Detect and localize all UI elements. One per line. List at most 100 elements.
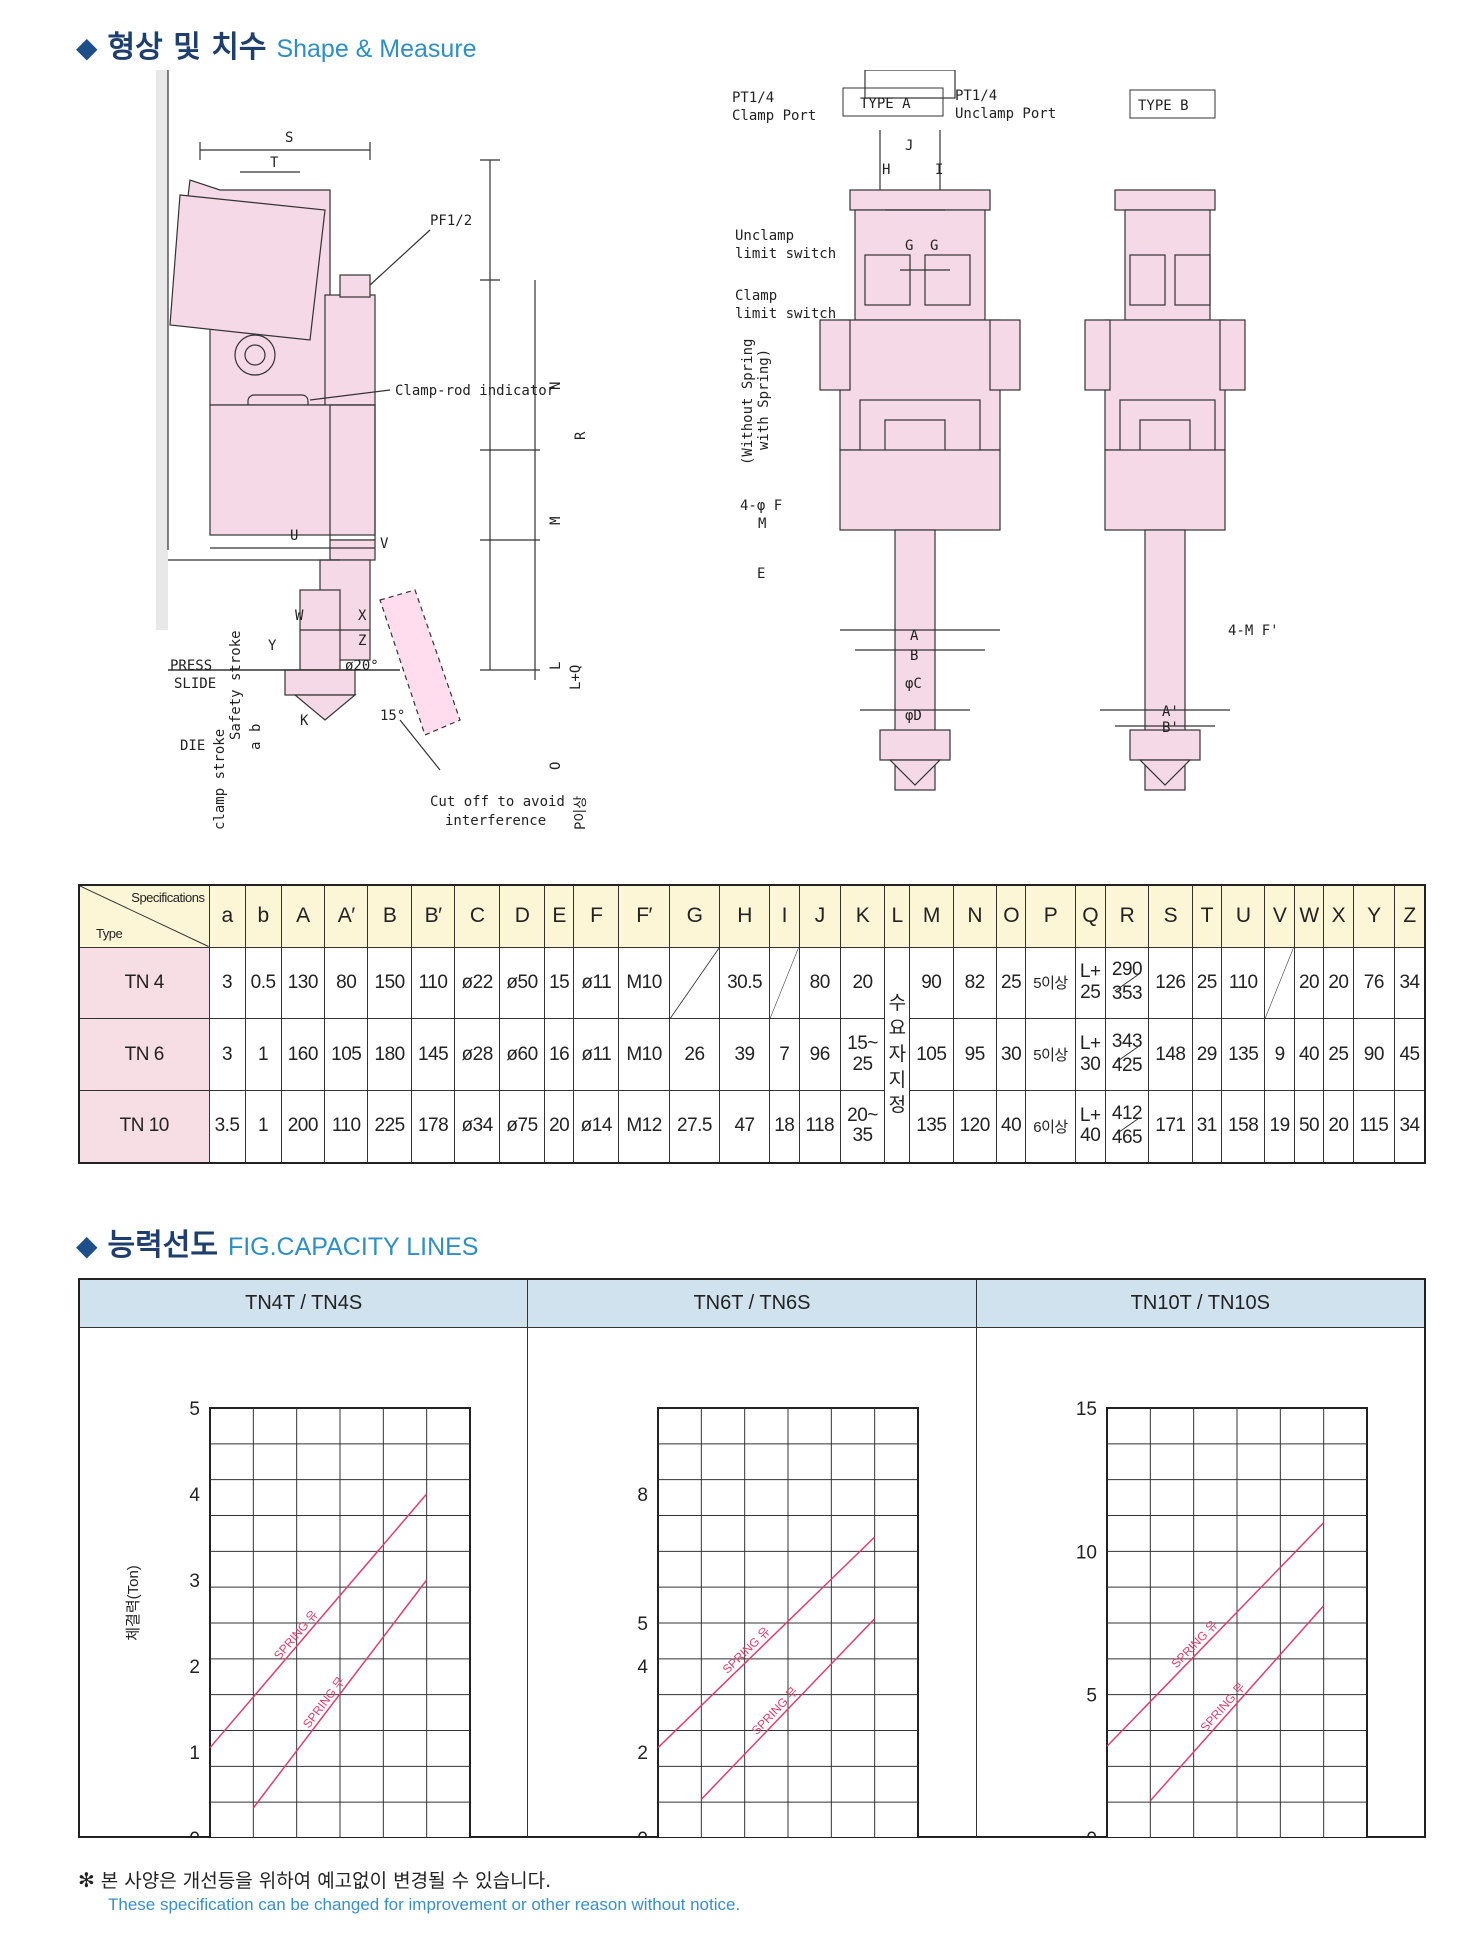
section-title-shape: ◆ 형상 및 치수 Shape & Measure (76, 22, 477, 66)
svg-text:B: B (910, 648, 918, 664)
col-header: U (1221, 884, 1266, 948)
row-type: TN 6 (78, 1018, 210, 1091)
cell: 82 (952, 946, 997, 1020)
capacity-header: TN4T / TN4S TN6T / TN6S TN10T / TN10S (80, 1280, 1424, 1328)
svg-text:R: R (573, 431, 589, 440)
cell: 9 (1264, 1018, 1295, 1091)
y-tick-label: 3 (189, 1571, 200, 1592)
section-title-en: FIG.CAPACITY LINES (227, 1233, 479, 1261)
y-tick-label: 8 (638, 1485, 649, 1506)
cell: ø28 (454, 1018, 501, 1091)
cell: 118 (798, 1089, 841, 1164)
table-row: TN 6 3 1 160 105 180 145 ø28 ø60 16 ø11 … (78, 1018, 1426, 1091)
cell: 25 (1191, 946, 1223, 1020)
y-tick-label: 10 (1076, 1542, 1097, 1563)
col-header: K (839, 884, 886, 948)
cell: 19 (1264, 1089, 1295, 1164)
side-view-labels: S T PF1/2 Clamp-rod indicator U V W X Y … (170, 130, 589, 830)
cell: 5이상 (1025, 1018, 1076, 1091)
chart-title: TN6T / TN6S (528, 1280, 977, 1327)
series-line (657, 1536, 876, 1749)
svg-text:clamp stroke: clamp stroke (212, 729, 228, 830)
col-header: C (454, 884, 501, 948)
series-line (1106, 1522, 1324, 1747)
col-header: R (1104, 884, 1150, 948)
cell: M10 (618, 1018, 670, 1091)
chart-tn6: 12345602458공급 에어 압력(kg/㎠)SPRING 유SPRING … (638, 1407, 920, 1838)
svg-text:PF1/2: PF1/2 (430, 213, 472, 229)
svg-text:PT1/4: PT1/4 (732, 90, 774, 106)
type-a-view (819, 70, 1021, 791)
svg-text:J: J (905, 138, 913, 154)
cell-empty (769, 946, 800, 1020)
svg-text:T: T (270, 155, 279, 171)
cell: 15 (543, 946, 575, 1020)
svg-text:Safety stroke: Safety stroke (228, 630, 244, 740)
y-axis-label: 체결력(Ton) (125, 1565, 142, 1641)
svg-text:I: I (935, 162, 943, 178)
cell: 80 (324, 946, 369, 1020)
y-tick-label: 5 (638, 1614, 649, 1635)
cell: 16 (543, 1018, 575, 1091)
cell: 34 (1394, 1089, 1426, 1164)
type-b-view (1084, 189, 1246, 791)
svg-text:E: E (757, 566, 765, 582)
cell: 20 (1323, 1089, 1354, 1164)
y-tick-label: 0 (638, 1829, 649, 1838)
svg-text:limit switch: limit switch (735, 246, 836, 262)
cell: 20 (839, 946, 886, 1020)
col-header: Z (1394, 884, 1426, 948)
col-header: N (952, 884, 997, 948)
diamond-icon: ◆ (76, 1229, 98, 1262)
cell: ø34 (454, 1089, 501, 1164)
svg-text:P이상: P이상 (573, 796, 589, 830)
cell: 40 (995, 1089, 1027, 1164)
cell: 7 (769, 1018, 800, 1091)
cell: 80 (798, 946, 841, 1020)
col-header: a (208, 884, 246, 948)
cell: 115 (1352, 1089, 1396, 1164)
chart-panel-tn6: 12345602458공급 에어 압력(kg/㎠)SPRING 유SPRING … (528, 1328, 977, 1838)
chart-title: TN10T / TN10S (1130, 1292, 1270, 1314)
chart-panel-tn4: 123456012345공급 에어 압력(kg/㎠)체결력(Ton)SPRING… (80, 1328, 529, 1838)
footnote: ✻본 사양은 개선등을 위하여 예고없이 변경될 수 있습니다. These s… (78, 1866, 740, 1915)
cell: 34 (1394, 946, 1426, 1020)
col-header: Y (1352, 884, 1396, 948)
svg-text:interference: interference (445, 813, 546, 829)
svg-text:V: V (380, 536, 389, 552)
cell: L+40 (1074, 1089, 1106, 1164)
svg-text:L: L (548, 662, 564, 670)
cell: 96 (798, 1018, 841, 1091)
col-header: W (1293, 884, 1325, 948)
svg-text:H: H (882, 162, 890, 178)
cell: ø14 (573, 1089, 620, 1164)
technical-drawing: S T PF1/2 Clamp-rod indicator U V W X Y … (156, 70, 1279, 830)
cell: 20 (543, 1089, 575, 1164)
svg-text:K: K (300, 713, 309, 729)
y-tick-label: 5 (1086, 1686, 1097, 1707)
cell: 40 (1293, 1018, 1325, 1091)
y-tick-label: 0 (1086, 1829, 1097, 1838)
svg-text:Clamp: Clamp (735, 288, 777, 304)
cell: 150 (367, 946, 412, 1020)
section-title-capacity: ◆ 능력선도 FIG.CAPACITY LINES (76, 1220, 478, 1264)
cell: ø11 (573, 1018, 620, 1091)
svg-text:X: X (358, 608, 367, 624)
cell: 225 (367, 1089, 412, 1164)
cell-empty (1264, 946, 1295, 1020)
y-tick-label: 2 (189, 1657, 200, 1678)
cell: 110 (410, 946, 456, 1020)
col-header: D (499, 884, 545, 948)
col-header: O (995, 884, 1027, 948)
section-title-en: Shape & Measure (276, 35, 477, 63)
y-tick-label: 4 (638, 1657, 649, 1678)
cell: 171 (1148, 1089, 1193, 1164)
cell: 1 (244, 1089, 282, 1164)
svg-text:W: W (295, 608, 304, 624)
cell: 145 (410, 1018, 456, 1091)
cell: 45 (1394, 1018, 1426, 1091)
cell-empty (668, 946, 721, 1020)
svg-text:G: G (930, 238, 938, 254)
